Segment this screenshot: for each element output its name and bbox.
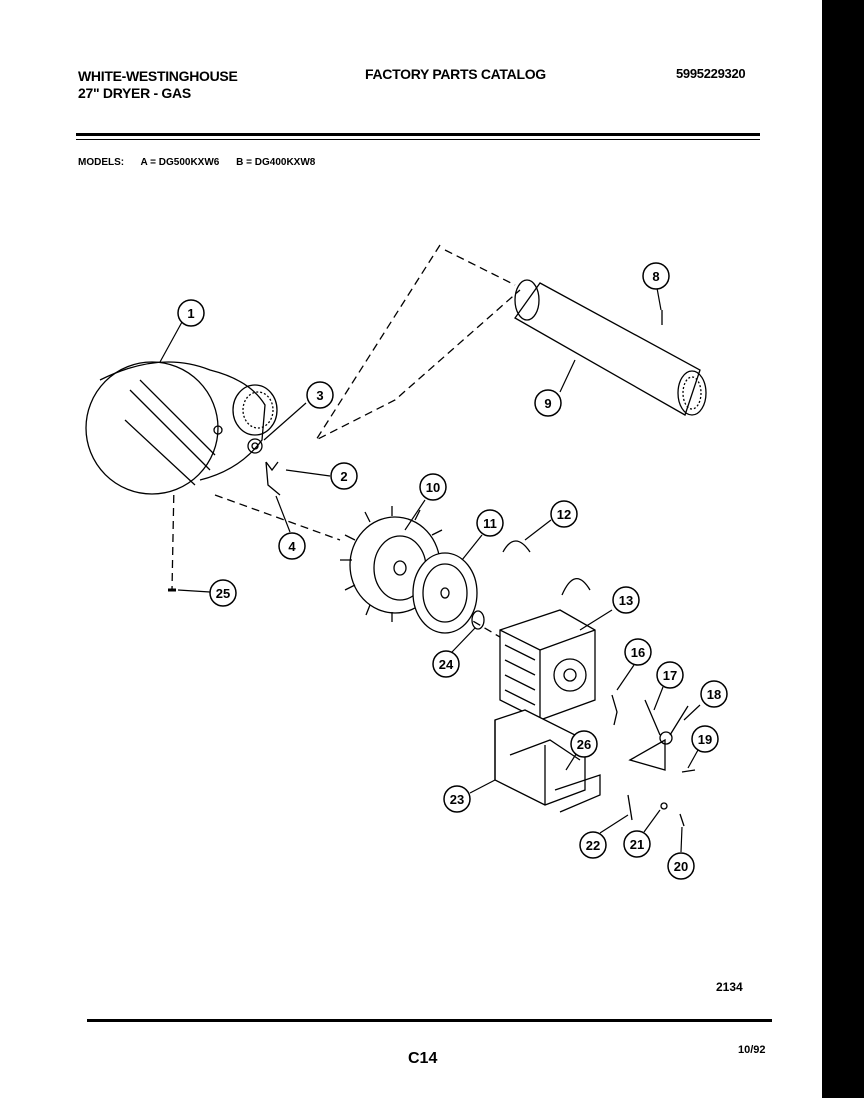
idler-arm-part — [628, 699, 689, 771]
svg-text:22: 22 — [586, 838, 600, 853]
svg-text:23: 23 — [450, 792, 464, 807]
motor-clip — [561, 578, 591, 596]
svg-text:18: 18 — [707, 687, 721, 702]
callout-4: 4 — [278, 532, 306, 560]
pin-19 — [681, 769, 696, 773]
callout-24: 24 — [432, 650, 460, 678]
callout-bubbles: 1 3 2 4 8 9 10 11 12 13 16 17 18 19 20 2… — [177, 262, 728, 880]
callout-13: 13 — [612, 586, 640, 614]
callout-2: 2 — [330, 462, 358, 490]
spring-16 — [611, 694, 618, 726]
motor-mount-part — [494, 709, 601, 813]
catalog-title: FACTORY PARTS CATALOG — [365, 66, 546, 82]
svg-text:12: 12 — [557, 507, 571, 522]
callout-12: 12 — [550, 500, 578, 528]
svg-text:26: 26 — [577, 737, 591, 752]
model-a: A = DG500KXW6 — [140, 157, 220, 168]
models-label: MODELS: — [78, 157, 125, 168]
brand-block: WHITE-WESTINGHOUSE 27" DRYER - GAS — [78, 68, 238, 102]
pulley-disc-part — [412, 552, 478, 634]
washer-24 — [471, 610, 485, 630]
svg-text:10: 10 — [426, 480, 440, 495]
svg-text:4: 4 — [288, 539, 296, 554]
callout-19: 19 — [691, 725, 719, 753]
callout-1: 1 — [177, 299, 205, 327]
callout-10: 10 — [419, 473, 447, 501]
svg-text:2: 2 — [340, 469, 347, 484]
header-rule-thin — [76, 139, 760, 140]
svg-text:19: 19 — [698, 732, 712, 747]
product-line: 27" DRYER - GAS — [78, 85, 191, 101]
callout-21: 21 — [623, 830, 651, 858]
callout-3: 3 — [306, 381, 334, 409]
header-rule-thick — [76, 133, 760, 136]
models-line: MODELS: A = DG500KXW6 B = DG400KXW8 — [78, 157, 329, 168]
brand-name: WHITE-WESTINGHOUSE — [78, 68, 238, 84]
svg-text:1: 1 — [187, 306, 194, 321]
svg-text:11: 11 — [483, 516, 497, 531]
callout-16: 16 — [624, 638, 652, 666]
callout-17: 17 — [656, 661, 684, 689]
svg-text:16: 16 — [631, 645, 645, 660]
callout-23: 23 — [443, 785, 471, 813]
svg-text:3: 3 — [316, 388, 323, 403]
callout-20: 20 — [667, 852, 695, 880]
page-number: C14 — [408, 1050, 438, 1067]
svg-text:20: 20 — [674, 859, 688, 874]
clip-12 — [502, 540, 531, 553]
callout-18: 18 — [700, 680, 728, 708]
figure-number: 2134 — [716, 980, 743, 994]
callout-9: 9 — [534, 389, 562, 417]
pin-20 — [679, 813, 685, 827]
revision-date: 10/92 — [738, 1044, 766, 1056]
callout-leaders — [159, 287, 701, 853]
callout-22: 22 — [579, 831, 607, 859]
svg-text:17: 17 — [663, 668, 677, 683]
spring-22 — [627, 794, 633, 821]
svg-text:9: 9 — [544, 396, 551, 411]
model-b: B = DG400KXW8 — [236, 157, 316, 168]
blower-housing-part — [85, 361, 278, 495]
svg-text:8: 8 — [652, 269, 659, 284]
callout-25: 25 — [209, 579, 237, 607]
svg-text:13: 13 — [619, 593, 633, 608]
catalog-part-number: 5995229320 — [676, 66, 746, 81]
exhaust-duct-part — [514, 279, 707, 416]
callout-8: 8 — [642, 262, 670, 290]
footer-rule — [87, 1019, 772, 1022]
callout-11: 11 — [476, 509, 504, 537]
svg-text:21: 21 — [630, 837, 644, 852]
clamp-and-bracket-parts — [247, 438, 281, 496]
svg-text:25: 25 — [216, 586, 230, 601]
drive-motor-part — [499, 609, 596, 721]
callout-26: 26 — [570, 730, 598, 758]
exploded-parts-diagram: 1 3 2 4 8 9 10 11 12 13 16 17 18 19 20 2… — [85, 244, 728, 880]
parts-sheet: WHITE-WESTINGHOUSE 27" DRYER - GAS FACTO… — [0, 0, 822, 1098]
svg-text:24: 24 — [439, 657, 454, 672]
ring-21 — [660, 802, 668, 810]
